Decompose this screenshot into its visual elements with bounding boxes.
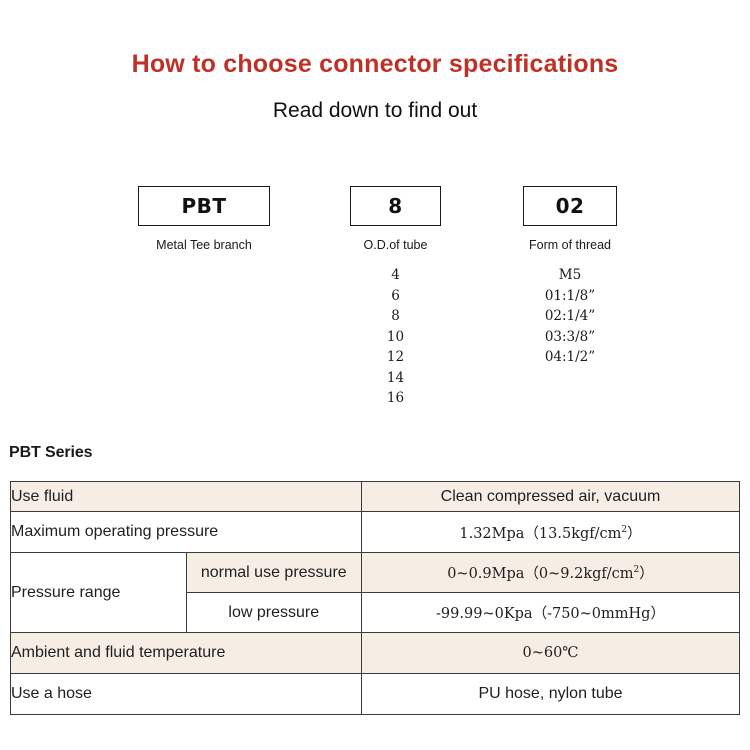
code-box-series-value: PBT [181, 194, 227, 218]
spec-row-value: -99.99~0Kpa（-750~0mmHg） [361, 592, 740, 633]
spec-row-label: Pressure range [10, 552, 187, 633]
code-caption-tube-od: O.D.of tube [363, 238, 428, 252]
code-box-tube-od-value: 8 [388, 194, 403, 218]
code-option: 8 [391, 308, 400, 324]
code-breakdown-diagram: PBT Metal Tee branch 8 O.D.of tube 4 6 8 10… [138, 186, 617, 409]
page-title: How to choose connector specifications [131, 50, 619, 78]
spec-table-row: low pressure-99.99~0Kpa（-750~0mmHg） [11, 592, 740, 633]
code-caption-thread-form: Form of thread [529, 238, 611, 252]
code-group-tube-od: 8 O.D.of tube 4 6 8 10 12 14 16 [350, 186, 441, 409]
spec-row-label: Maximum operating pressure [10, 511, 362, 553]
code-option: 01:1/8” [544, 287, 596, 304]
code-option: M5 [558, 267, 582, 283]
code-box-thread-form: 02 [523, 186, 617, 226]
code-option: 04:1/2” [544, 349, 596, 365]
spec-row-value: PU hose, nylon tube [361, 673, 740, 715]
code-option: 03:3/8” [544, 328, 596, 345]
code-box-series: PBT [138, 186, 270, 226]
code-caption-series: Metal Tee branch [156, 238, 252, 252]
spec-row-value: 0~60℃ [361, 632, 740, 674]
spec-row-sub-label: low pressure [185, 592, 362, 633]
code-option: 14 [386, 369, 405, 386]
page-subtitle: Read down to find out [272, 99, 478, 122]
spec-row-value: 1.32Mpa（13.5kgf/cm2） [361, 511, 740, 553]
spec-row-label: Ambient and fluid temperature [10, 632, 362, 674]
code-options-thread-form: M5 01:1/8” 02:1/4” 03:3/8” 04:1/2” [523, 265, 617, 368]
code-option: 16 [386, 390, 405, 406]
code-group-series: PBT Metal Tee branch [138, 186, 270, 265]
code-box-tube-od: 8 [350, 186, 441, 226]
spec-row-value: 0~0.9Mpa（0~9.2kgf/cm2） [361, 552, 740, 593]
code-option: 02:1/4” [544, 308, 596, 324]
spec-row-label: Use fluid [10, 481, 362, 512]
code-option: 12 [386, 349, 405, 365]
code-options-tube-od: 4 6 8 10 12 14 16 [350, 265, 441, 409]
code-option: 10 [386, 328, 405, 345]
spec-row-value: Clean compressed air, vacuum [361, 481, 740, 512]
spec-row-sub-label: normal use pressure [185, 552, 362, 593]
code-option: 4 [391, 267, 400, 283]
code-group-thread-form: 02 Form of thread M5 01:1/8” 02:1/4” 03:3/8… [523, 186, 617, 368]
spec-row-label: Use a hose [10, 673, 362, 715]
spec-section-heading: PBT Series [9, 444, 93, 461]
code-box-thread-form-value: 02 [555, 194, 585, 218]
code-option: 6 [391, 287, 400, 304]
